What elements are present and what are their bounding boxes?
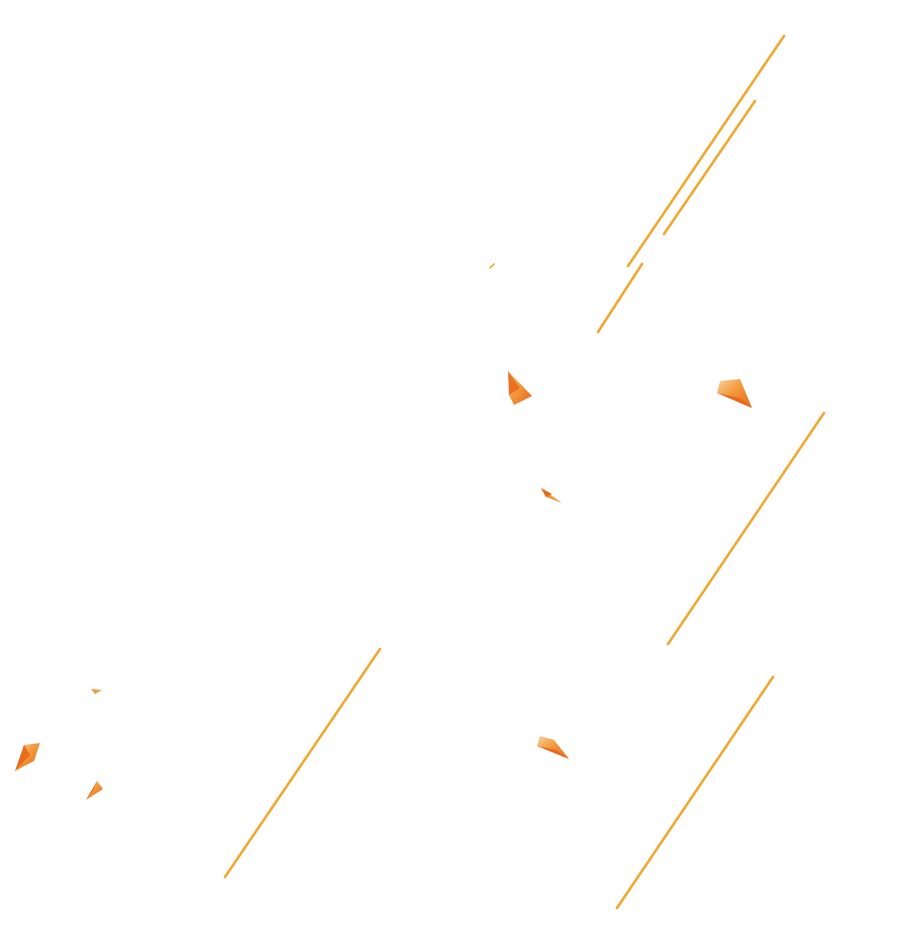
confetti-shard (15, 743, 40, 771)
confetti-shards (15, 371, 752, 800)
confetti-shard (537, 736, 569, 759)
confetti-shard (717, 379, 752, 408)
streak-line (666, 411, 826, 646)
streak-line (489, 263, 495, 269)
streak-lines (223, 34, 826, 910)
streak-line (615, 675, 775, 910)
streak-line (223, 647, 382, 879)
confetti-shard (508, 371, 532, 405)
confetti-shard (541, 488, 562, 503)
streak-line (662, 99, 757, 236)
streak-line (596, 262, 644, 334)
confetti-shard (86, 781, 103, 800)
confetti-shard (91, 689, 102, 694)
streak-line (626, 34, 786, 268)
